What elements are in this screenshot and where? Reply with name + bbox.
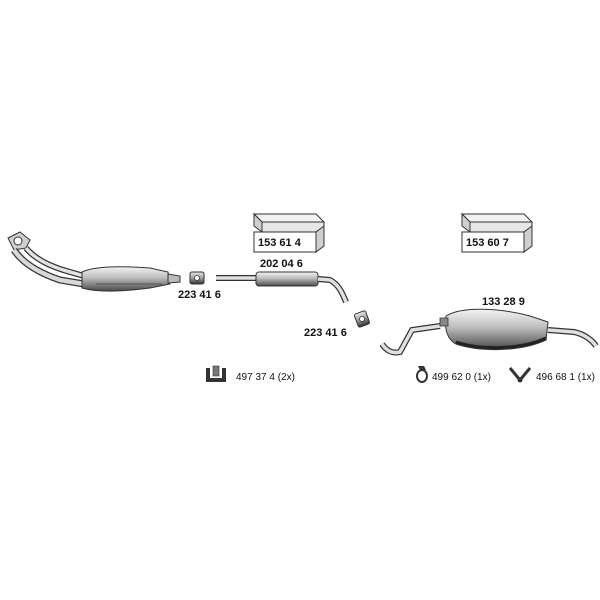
- middle-pipe-label: 202 04 6: [260, 258, 303, 270]
- middle-pipe: [216, 271, 349, 304]
- box-a: [252, 212, 326, 253]
- clamp-upper: [189, 271, 205, 285]
- mount-b-label: 499 62 0 (1x): [432, 372, 491, 383]
- clamp-lower-label: 223 41 6: [304, 327, 347, 339]
- mount-a-icon: [206, 365, 226, 382]
- box-b-label: 153 60 7: [466, 237, 509, 249]
- box-a-label: 153 61 4: [258, 237, 302, 249]
- front-pipe-catalyst: [7, 231, 181, 292]
- mount-b-icon: [416, 366, 428, 383]
- clamp-upper-label: 223 41 6: [178, 289, 221, 301]
- box-b: [460, 212, 534, 253]
- rear-silencer: [379, 308, 599, 356]
- mount-a-label: 497 37 4 (2x): [236, 372, 295, 383]
- rear-silencer-label: 133 28 9: [482, 296, 525, 308]
- mount-c-icon: [508, 367, 532, 383]
- mount-c-label: 496 68 1 (1x): [536, 372, 595, 383]
- clamp-lower: [354, 310, 370, 328]
